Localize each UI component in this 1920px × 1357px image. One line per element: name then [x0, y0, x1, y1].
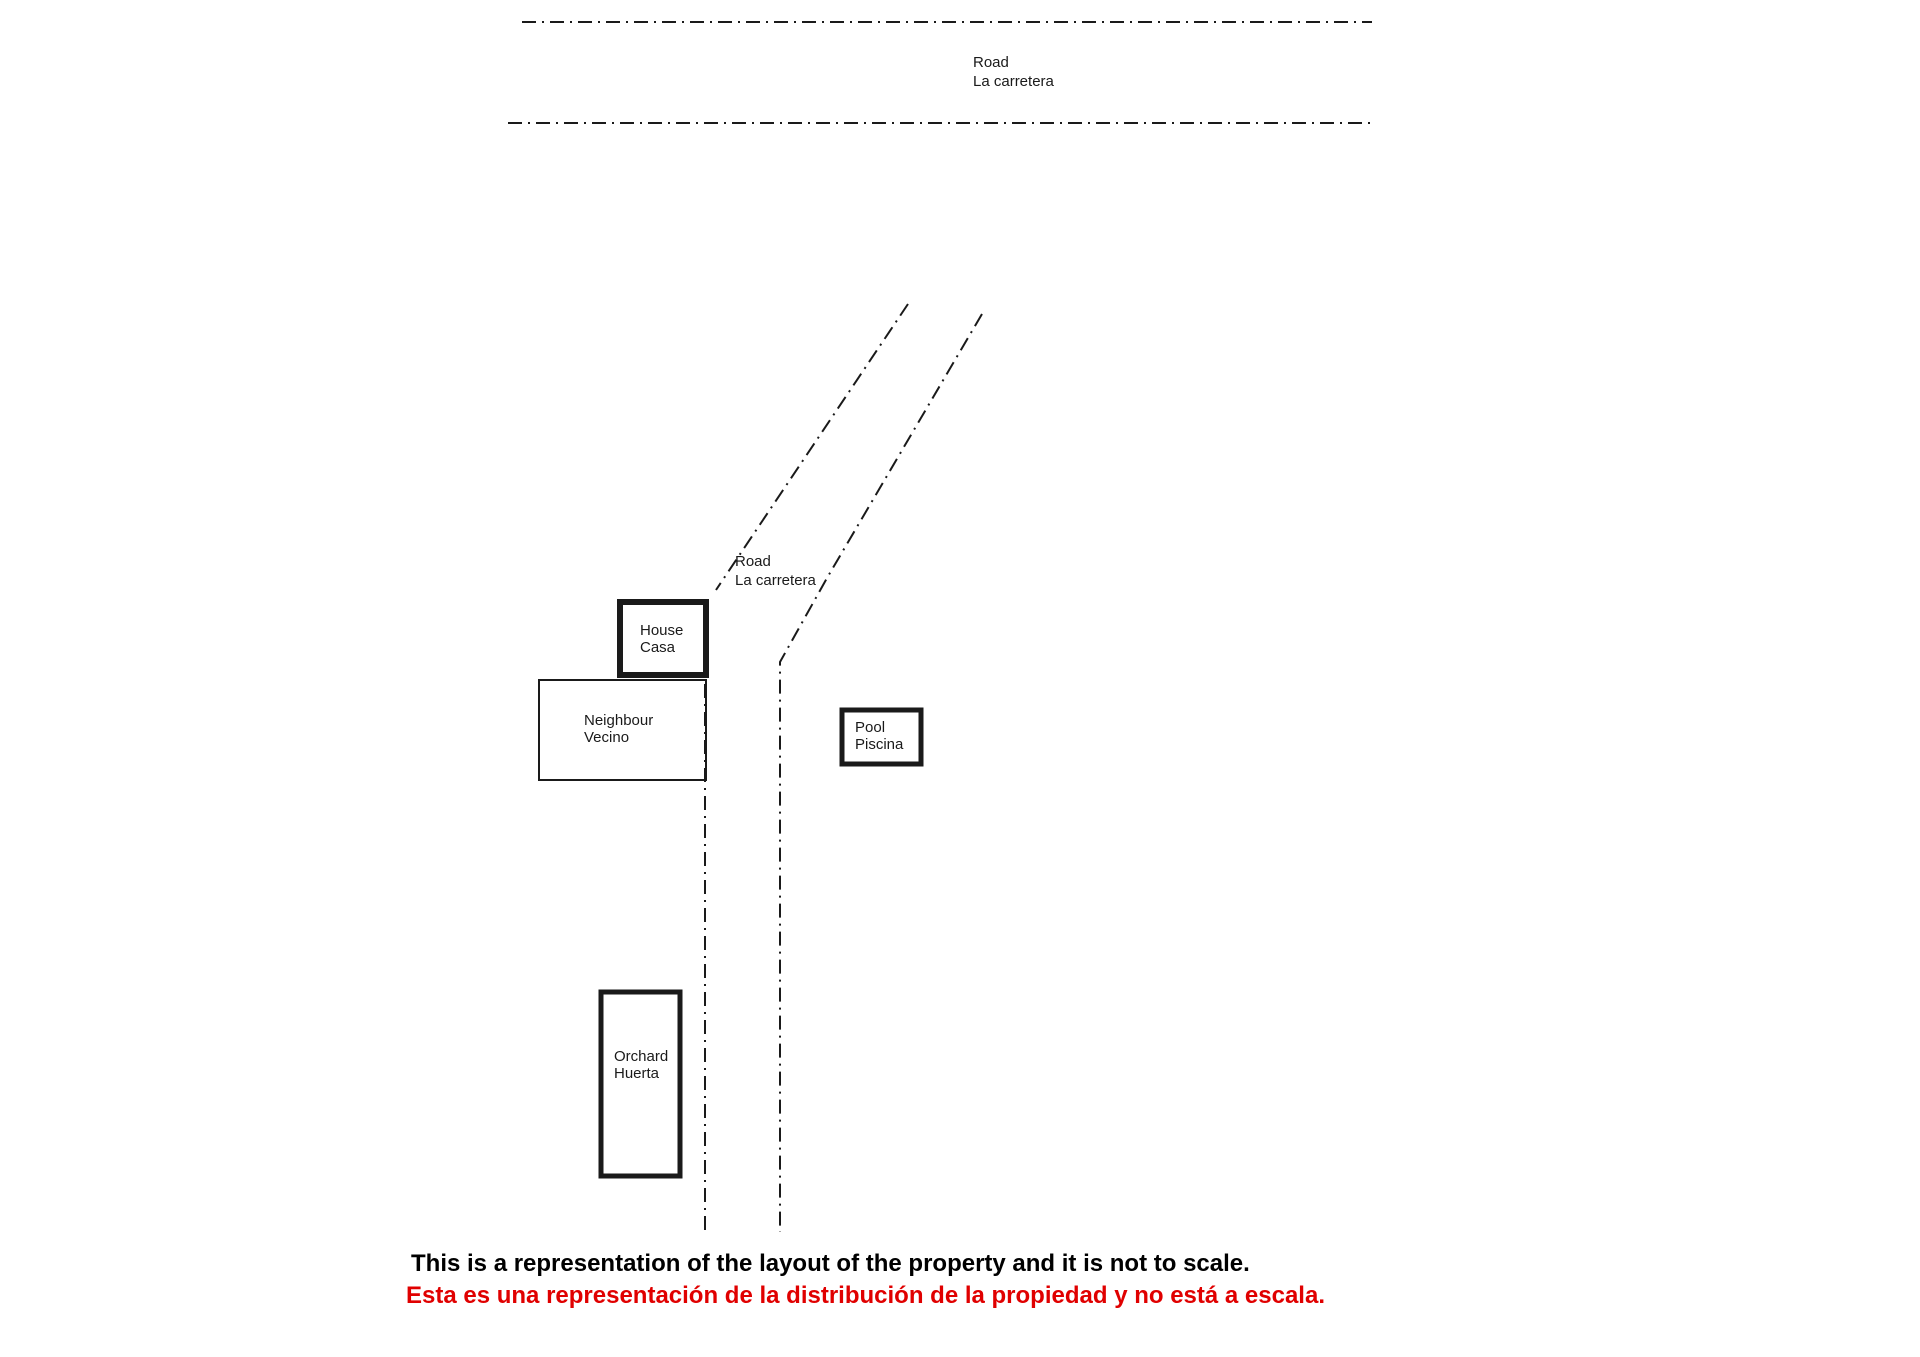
house-outline [617, 599, 709, 678]
house-label-en: House [640, 622, 683, 639]
side-road-left-edge [715, 303, 909, 591]
main-road-label-en: Road [973, 54, 1009, 71]
pool-label-es: Piscina [855, 736, 904, 753]
house-label-es: Casa [640, 639, 676, 656]
main-road-label-es: La carretera [973, 73, 1055, 90]
side-road-right-edge [779, 313, 983, 1232]
side-road-label-es: La carretera [735, 572, 817, 589]
neighbour-label-es: Vecino [584, 729, 629, 746]
caption-english: This is a representation of the layout o… [411, 1250, 1250, 1277]
orchard-outline [598, 989, 683, 1179]
orchard-label-es: Huerta [614, 1065, 660, 1082]
caption-spanish: Esta es una representación de la distrib… [406, 1282, 1325, 1309]
neighbour-outline [538, 679, 707, 781]
side-road-label-en: Road [735, 553, 771, 570]
neighbour-label-en: Neighbour [584, 712, 653, 729]
pool-label-en: Pool [855, 719, 885, 736]
pool-outline [839, 707, 924, 767]
orchard-label-en: Orchard [614, 1048, 668, 1065]
